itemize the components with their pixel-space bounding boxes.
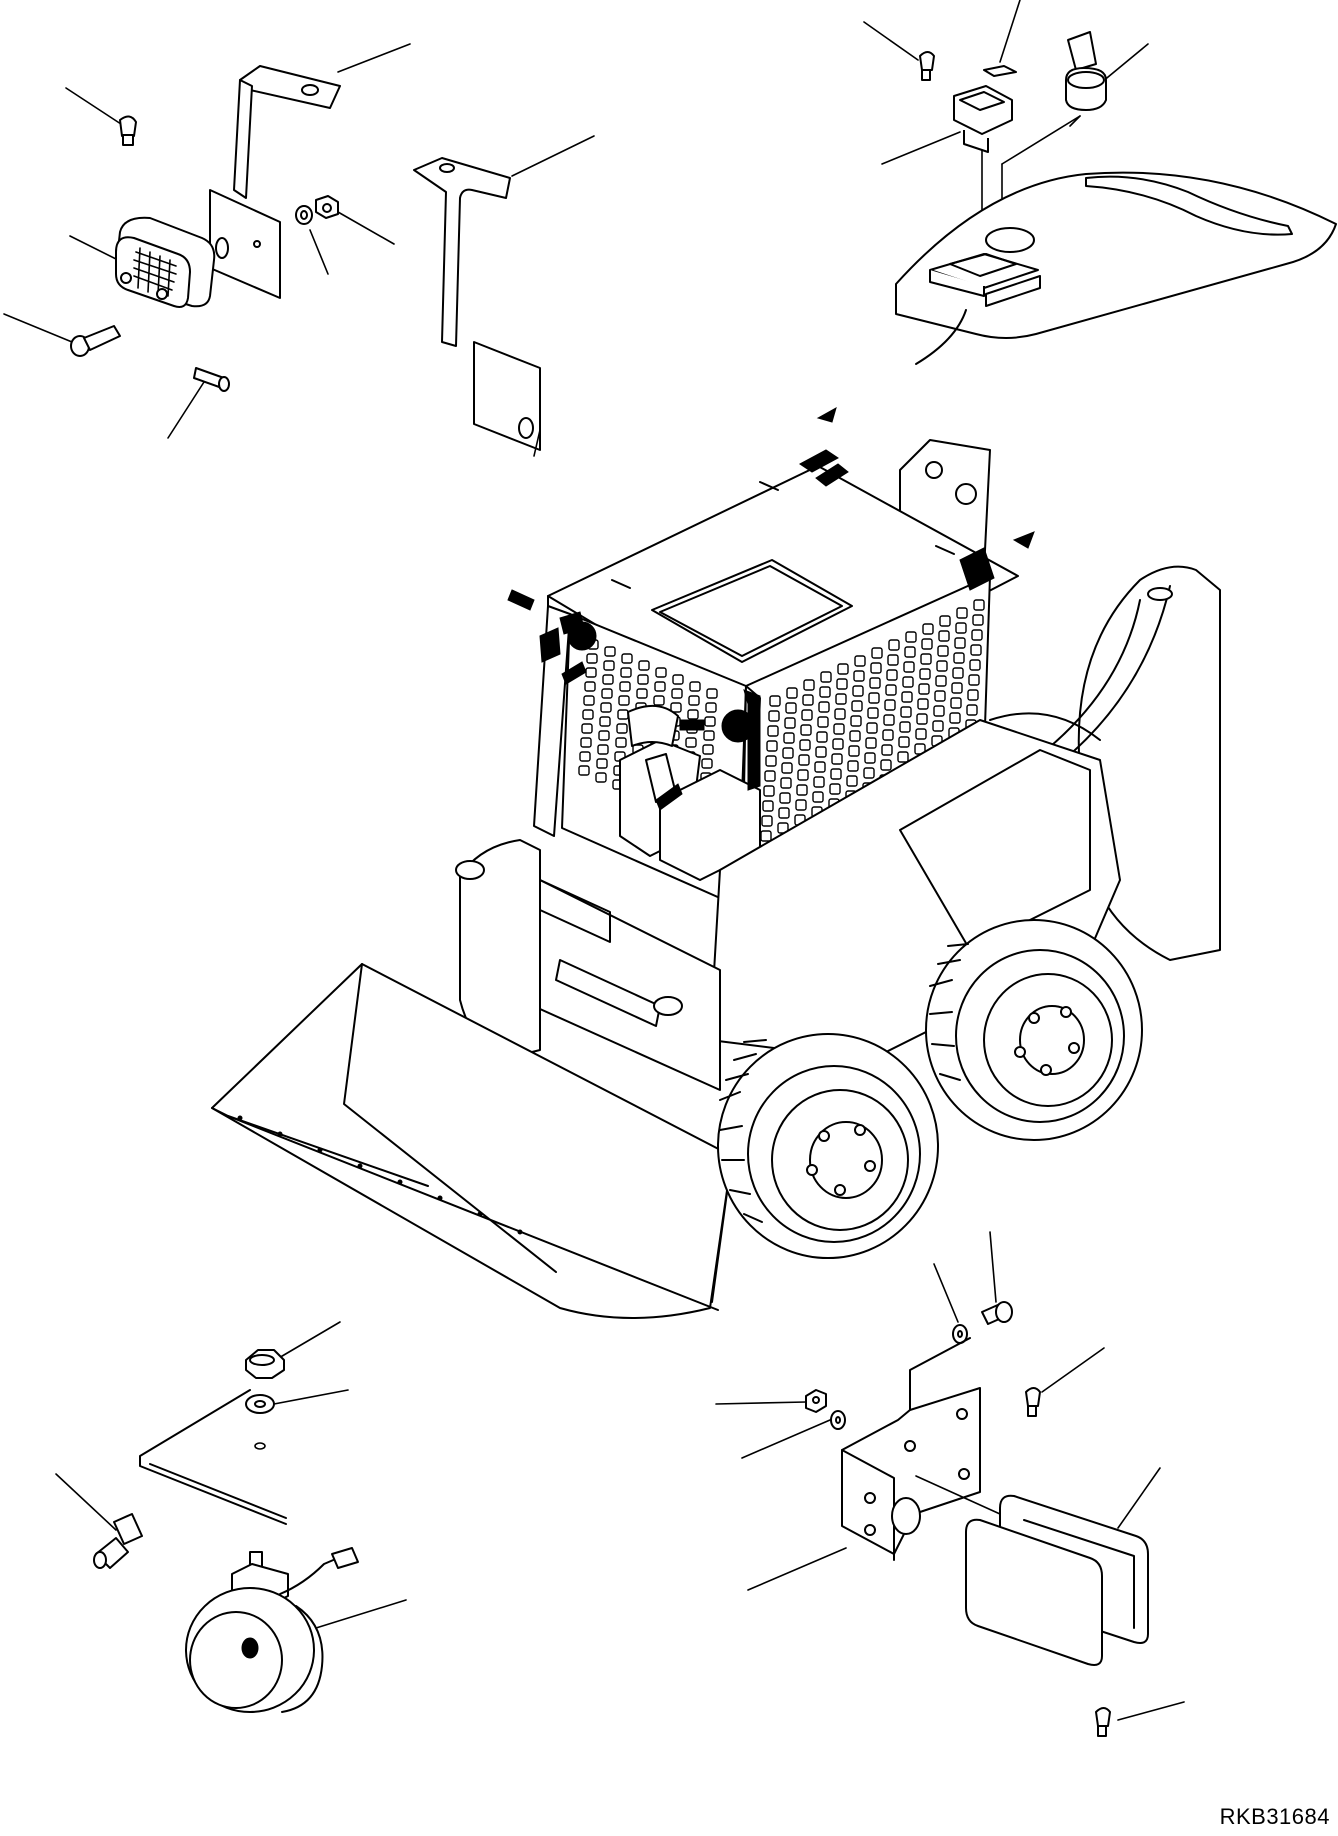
- washer-icon: [933, 1263, 968, 1344]
- lamp-icon: [185, 1547, 407, 1713]
- nut-icon: [245, 1321, 341, 1379]
- lamp-icon: [69, 216, 216, 308]
- bolt-icon: [167, 367, 230, 439]
- tire-front: [717, 1033, 939, 1259]
- work-lamp-bracket: [139, 1389, 287, 1525]
- drawing-code-label: RKB31684: [1219, 1804, 1330, 1829]
- key-icon: [1065, 31, 1149, 111]
- washer-icon: [245, 1389, 349, 1450]
- bulb-icon: [65, 87, 137, 146]
- bracket-icon: [209, 43, 411, 299]
- bulb-icon: [863, 21, 935, 81]
- connector-icon: [55, 1473, 143, 1569]
- nut-icon: [715, 1389, 846, 1459]
- side-lamp-assembly: [715, 1231, 1185, 1737]
- lens-icon: [983, 0, 1021, 77]
- bracket-icon: [413, 135, 595, 457]
- bulb-icon: [1025, 1347, 1105, 1417]
- nut-icon: [315, 195, 395, 245]
- lamp-location-markers: [507, 406, 1035, 811]
- washer-icon: [295, 205, 329, 275]
- switch-panel-assembly: [863, 0, 1337, 365]
- skid-steer-loader: [211, 406, 1221, 1319]
- rear-lamp-assembly: [3, 43, 595, 457]
- switch-icon: [881, 85, 1013, 165]
- bolt-icon: [981, 1231, 1013, 1325]
- lamp-icon: [965, 1467, 1161, 1666]
- switch-panel-housing: [895, 171, 1337, 365]
- bracket-icon: [747, 1337, 1001, 1591]
- bulb-icon: [1095, 1701, 1185, 1737]
- work-lamp-assembly: [55, 1321, 407, 1713]
- tire-rear: [925, 919, 1143, 1141]
- bolt-icon: [3, 313, 121, 357]
